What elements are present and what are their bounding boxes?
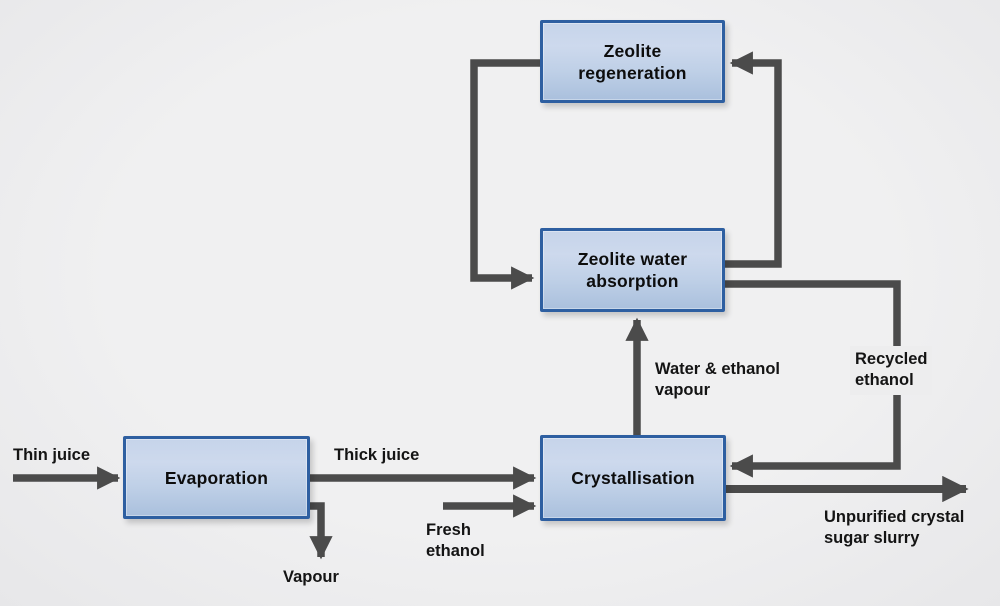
thin-juice-label: Thin juice	[13, 446, 91, 464]
vapour-arrow	[306, 502, 333, 560]
regenerated-zeolite-arrow	[470, 59, 542, 290]
thick-juice-label: Thick juice	[334, 446, 420, 464]
node-evaporation: Evaporation	[123, 436, 310, 519]
node-evaporation-label: Evaporation	[164, 467, 269, 488]
node-zeolite-water-absorption: Zeolite water absorption	[540, 228, 725, 312]
fresh-ethanol-label: Fresh ethanol	[426, 521, 485, 560]
node-crystallisation: Crystallisation	[540, 435, 726, 521]
spent-zeolite-arrow	[723, 51, 782, 268]
unpurified-sugar-slurry-label: Unpurified crystal sugar slurry	[824, 508, 965, 547]
recycled-ethanol-label: Recycled ethanol	[850, 346, 933, 395]
node-zeolite-regeneration: Zeolite regeneration	[540, 20, 725, 103]
node-crystallisation-label: Crystallisation	[571, 468, 695, 488]
node-zeolite-water-absorption-label: Zeolite water absorption	[577, 249, 688, 291]
water-ethanol-vapour-label: Water & ethanol vapour	[655, 360, 780, 399]
node-zeolite-regeneration-label: Zeolite regeneration	[578, 40, 687, 83]
vapour-label: Vapour	[283, 568, 339, 586]
